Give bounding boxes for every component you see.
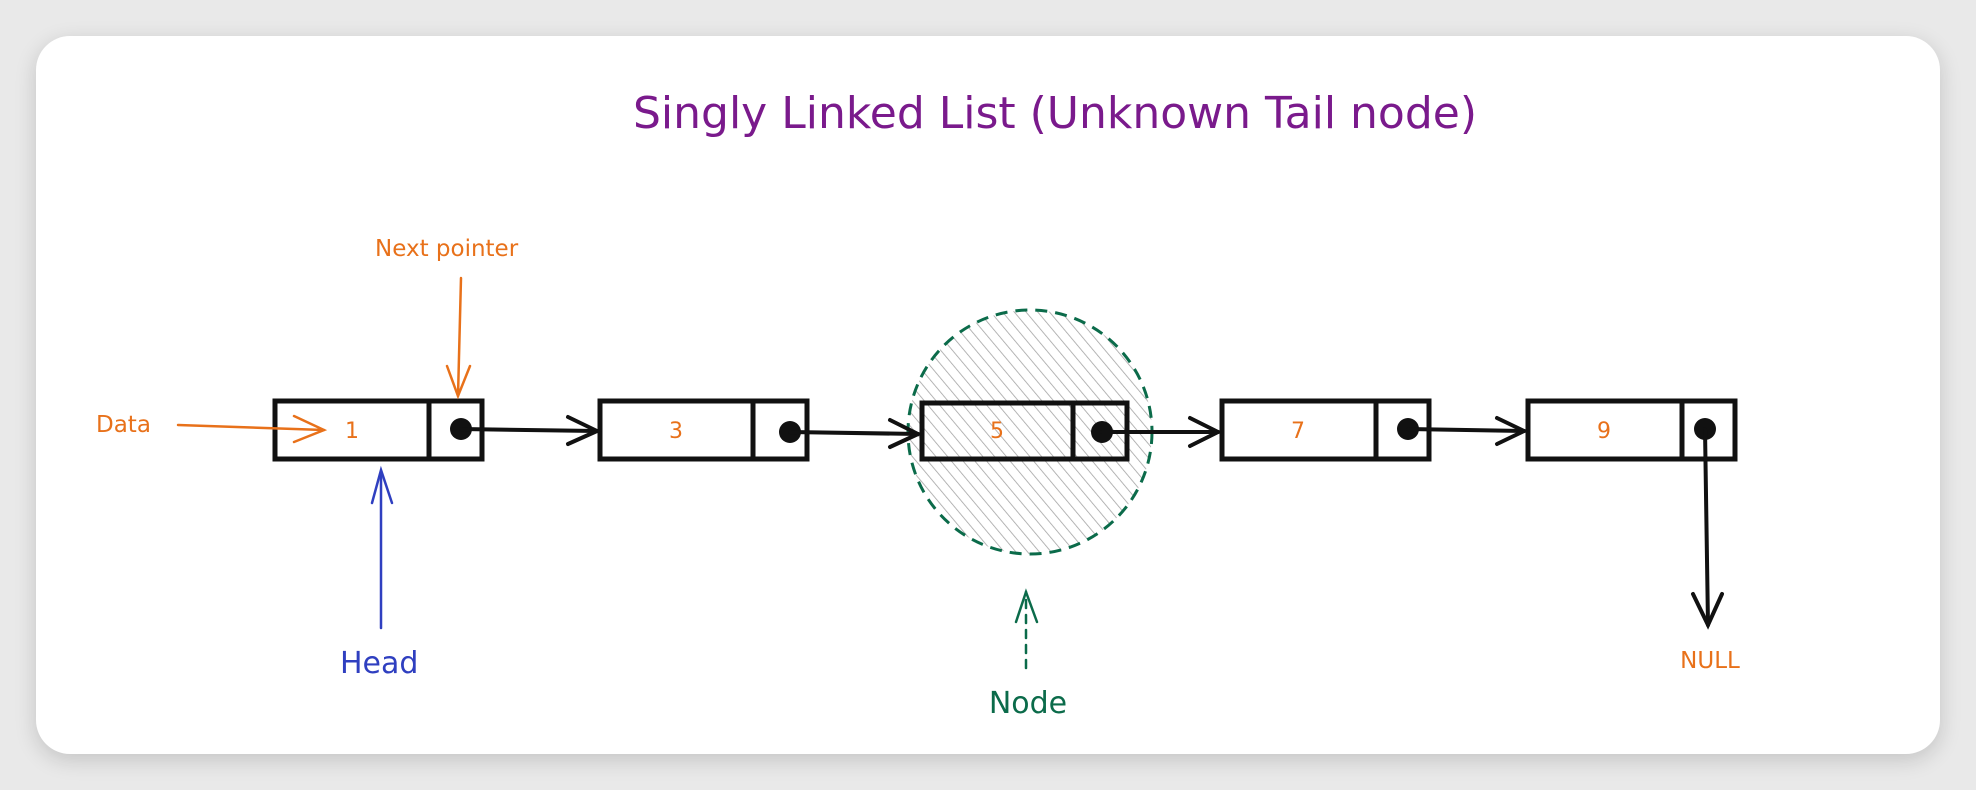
node-2-value: 3 [669, 419, 683, 444]
node-5-value: 9 [1597, 419, 1611, 444]
node-3-value: 5 [990, 419, 1004, 444]
head-annotation: Head [340, 465, 418, 681]
data-annotation: Data [96, 412, 328, 444]
head-label: Head [340, 646, 418, 681]
null-label: NULL [1680, 648, 1740, 674]
node-4-value: 7 [1291, 419, 1305, 444]
node-1-value: 1 [345, 419, 359, 444]
next-pointer-label: Next pointer [375, 236, 519, 262]
node-2: 3 [597, 398, 810, 462]
node-annotation: Node [989, 588, 1067, 721]
diagram-title: Singly Linked List (Unknown Tail node) [633, 88, 1477, 139]
next-pointer-annotation: Next pointer [375, 236, 519, 400]
data-label: Data [96, 412, 151, 438]
link-arrow-3-4 [1100, 416, 1223, 448]
link-arrow-2-3 [788, 418, 923, 449]
node-4: 7 [1219, 398, 1432, 462]
link-arrow-1-2 [459, 415, 602, 446]
node-label: Node [989, 686, 1067, 721]
null-arrow [1691, 427, 1724, 630]
link-arrow-4-5 [1406, 416, 1529, 446]
